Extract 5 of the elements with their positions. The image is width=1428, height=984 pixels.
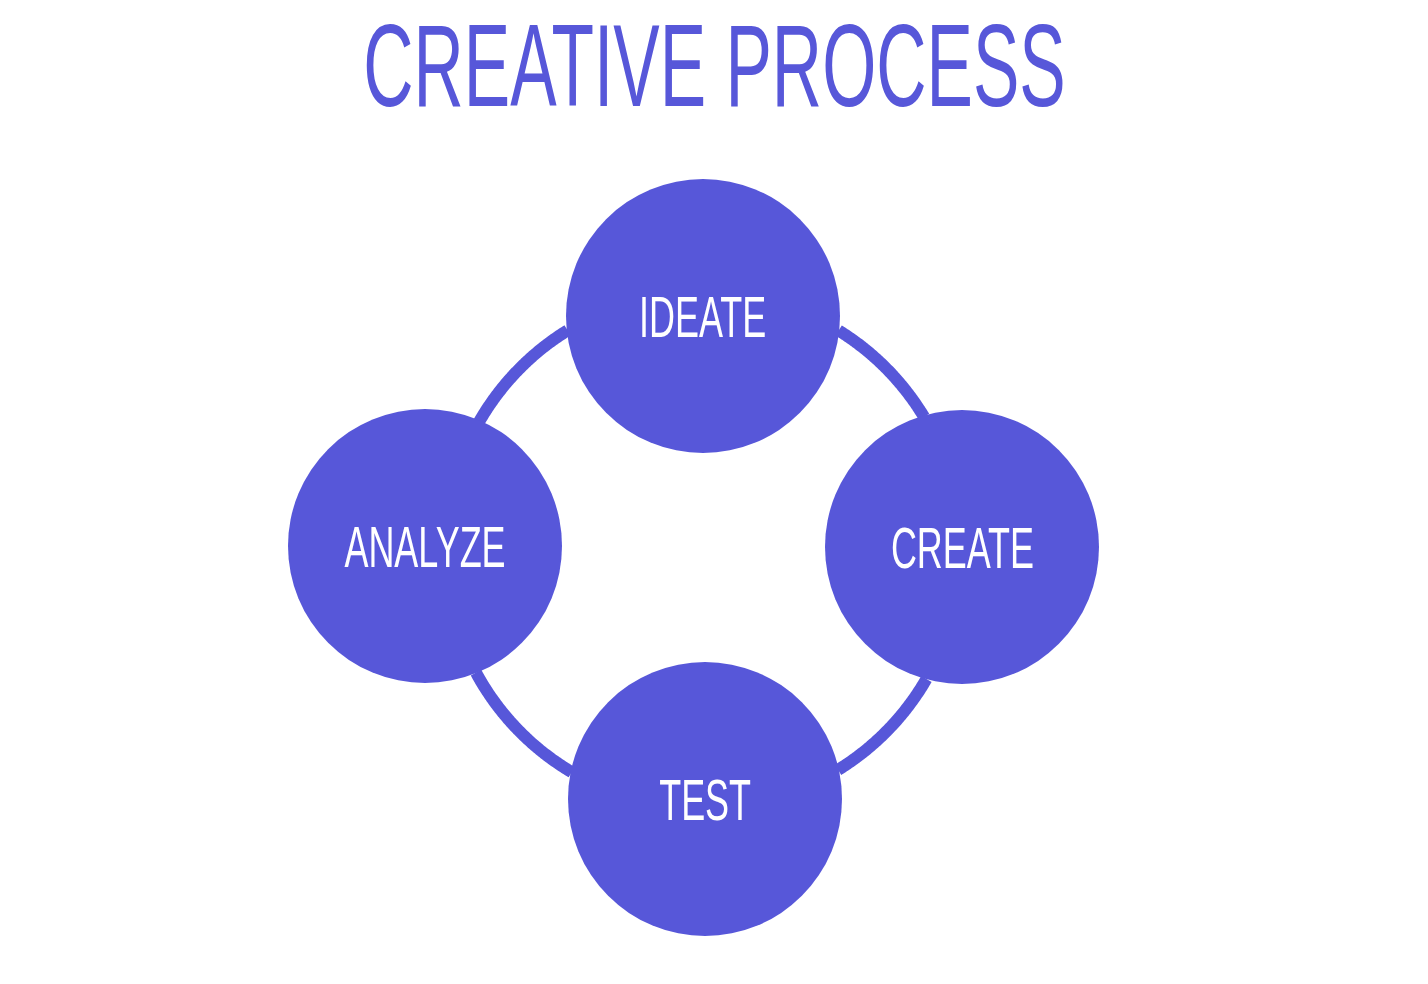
node-label: TEST xyxy=(659,765,751,833)
node-label: IDEATE xyxy=(639,282,767,350)
node-label: CREATE xyxy=(890,513,1034,581)
title: CREATIVE PROCESS xyxy=(362,8,1066,124)
node-label: ANALYZE xyxy=(344,512,506,580)
